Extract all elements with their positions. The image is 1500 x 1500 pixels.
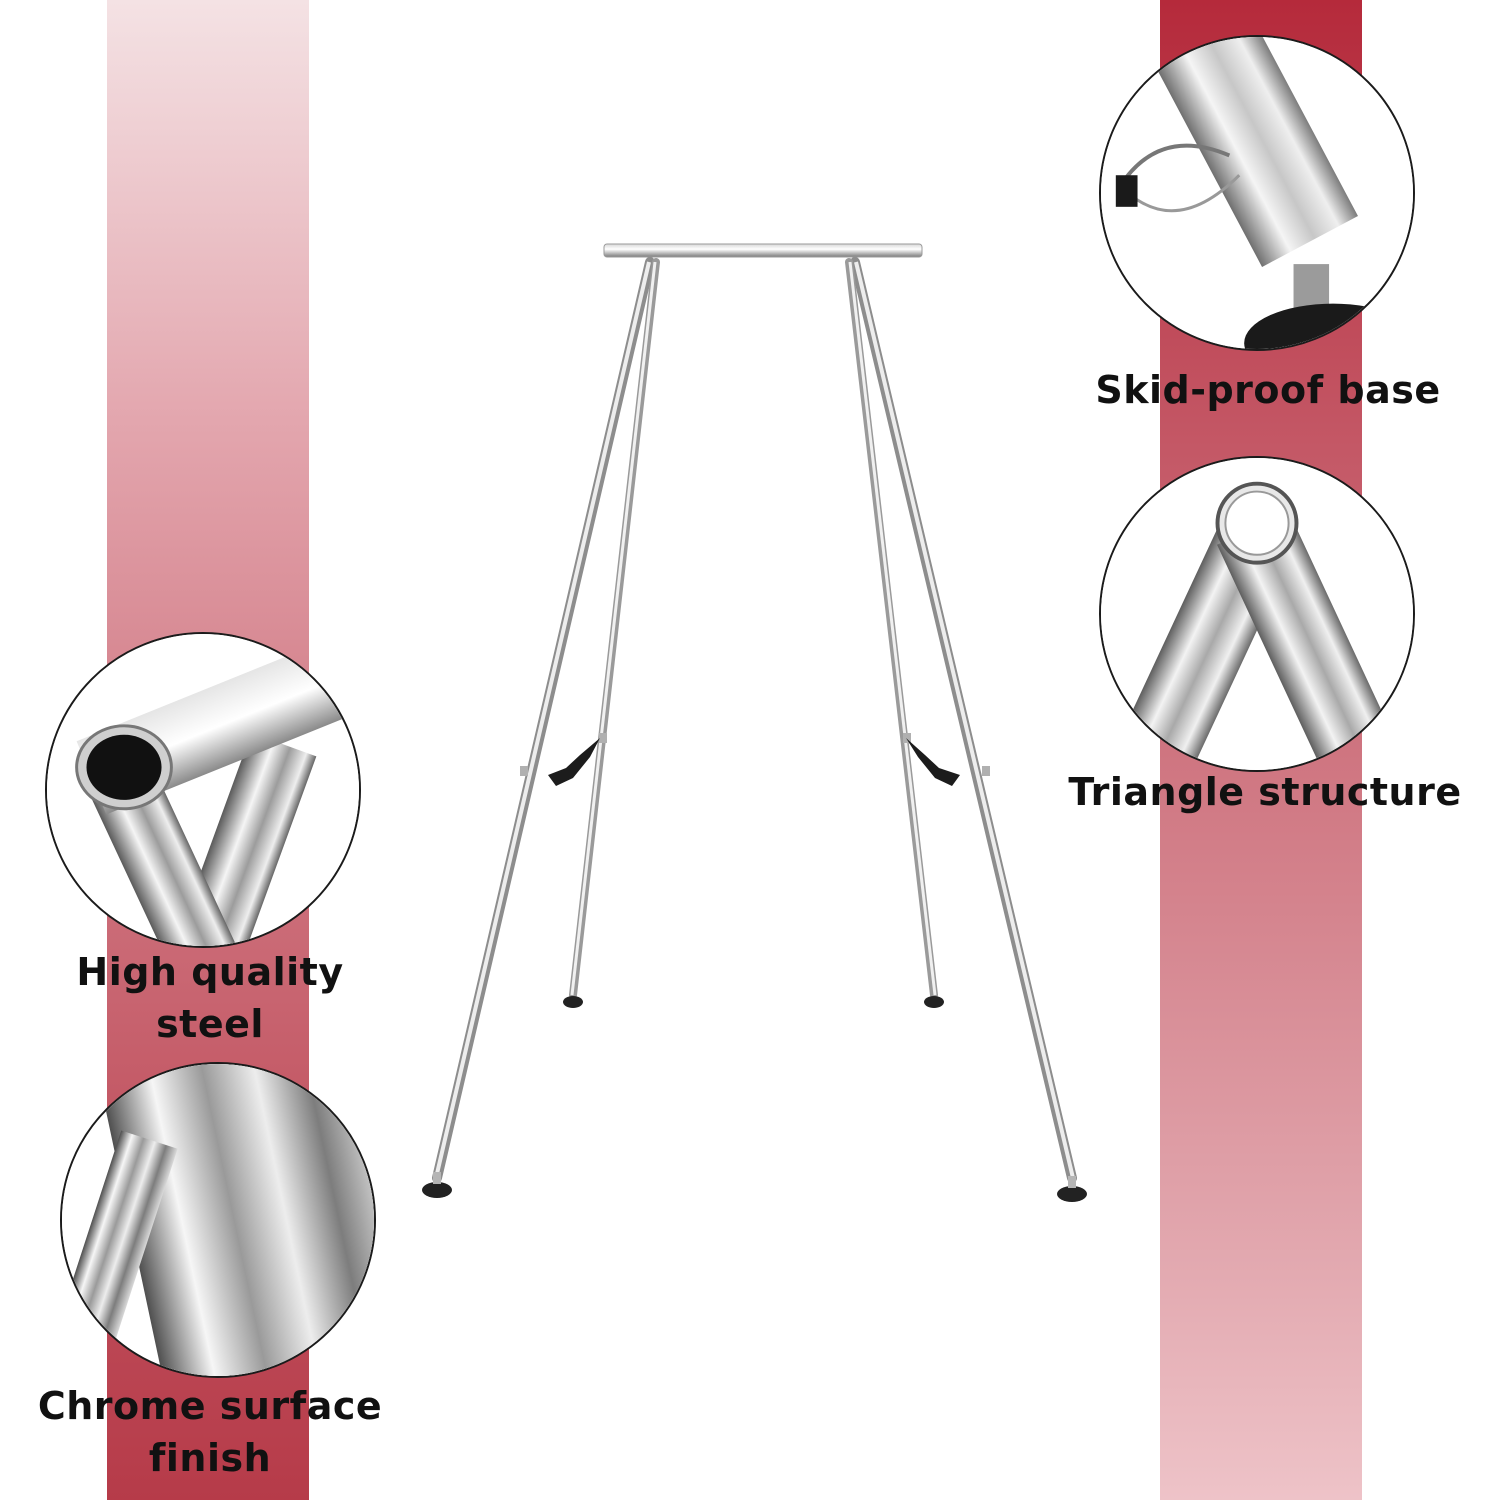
skid-proof-caption: Skid-proof base — [1095, 368, 1441, 412]
chrome-caption-line2: finish — [148, 1436, 272, 1480]
steel-tube-icon — [47, 634, 359, 946]
steel-detail-circle — [45, 632, 361, 948]
skid-proof-detail-circle — [1099, 35, 1415, 351]
steel-caption: High quality steel — [40, 946, 380, 1050]
chrome-tube-icon — [62, 1064, 374, 1376]
steel-caption-line1: High quality — [76, 950, 344, 994]
chrome-detail-circle — [60, 1062, 376, 1378]
chrome-caption-line1: Chrome surface — [37, 1384, 383, 1428]
steel-caption-line2: steel — [156, 1002, 264, 1046]
triangle-detail-circle — [1099, 456, 1415, 772]
triangle-joint-icon — [1101, 458, 1413, 770]
triangle-caption: Triangle structure — [1068, 770, 1462, 814]
skid-proof-foot-icon — [1101, 37, 1413, 349]
chrome-caption: Chrome surface finish — [15, 1380, 405, 1484]
